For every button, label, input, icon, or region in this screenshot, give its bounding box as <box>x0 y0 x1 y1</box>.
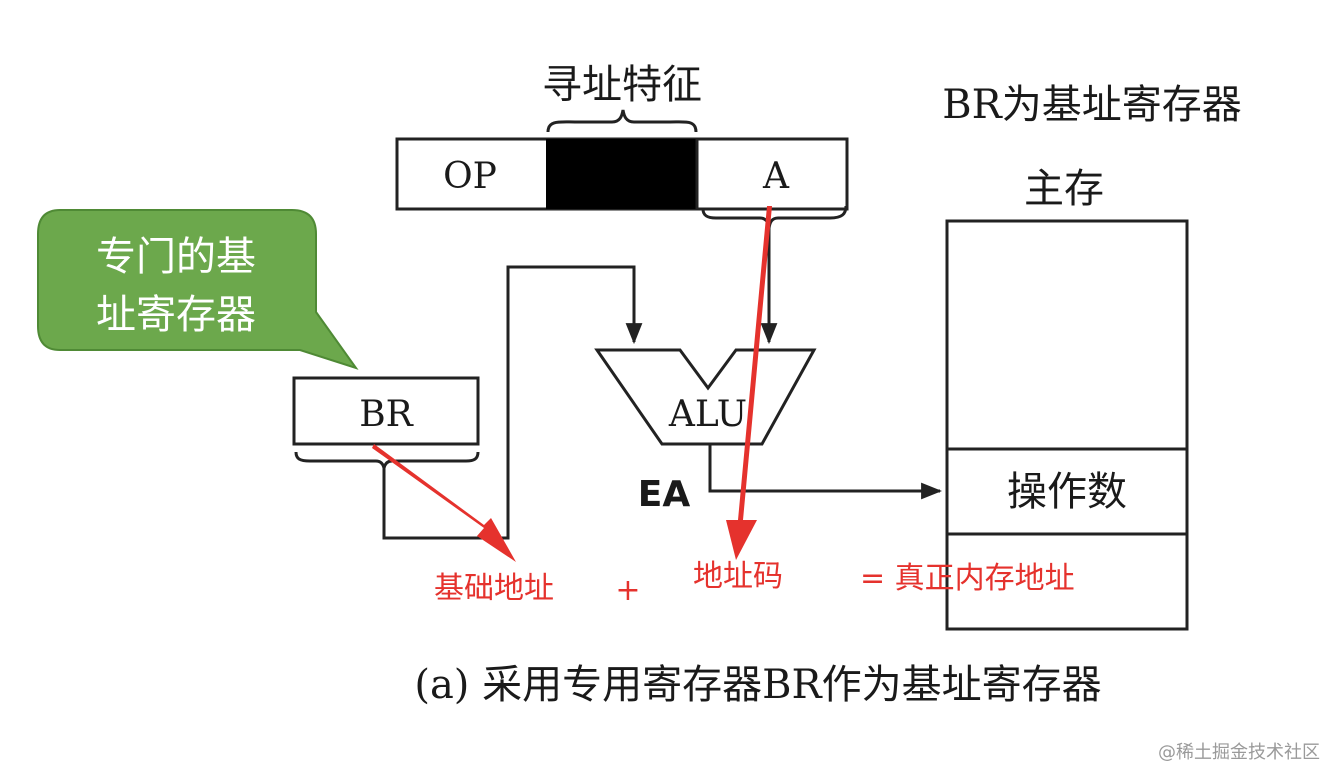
callout-line-1: 专门的基 <box>96 234 256 280</box>
callout-bubble: 专门的基 址寄存器 <box>37 209 359 370</box>
watermark: @稀土掘金技术社区 <box>1158 742 1320 763</box>
br-register-box <box>292 376 480 446</box>
addressing-feature-brace <box>546 109 698 133</box>
red-arrow-address <box>726 206 772 560</box>
addressing-feature-label: 寻址特征 <box>542 62 702 108</box>
op-field-label: OP <box>443 156 497 197</box>
operand-cell-label: 操作数 <box>1007 469 1127 515</box>
callout-line-2: 址寄存器 <box>96 292 256 338</box>
address-code-annotation: 地址码 <box>693 559 783 594</box>
memory-box <box>945 219 1189 631</box>
main-memory: 操作数 <box>945 219 1189 631</box>
addressing-feature-field <box>546 139 697 209</box>
plus-annotation: + <box>615 573 640 608</box>
alu-block <box>594 348 817 446</box>
alu-label: ALU <box>668 394 747 435</box>
instruction-word: OP A <box>395 137 849 229</box>
red-arrow-base <box>372 444 516 562</box>
ea-to-memory-line <box>708 444 943 500</box>
ea-label: EA <box>638 474 691 515</box>
real-address-annotation: = 真正内存地址 <box>860 561 1075 596</box>
br-description: BR为基址寄存器 <box>942 82 1242 128</box>
memory-title: 主存 <box>1024 166 1104 212</box>
figure-caption: (a) 采用专用寄存器BR作为基址寄存器 <box>414 662 1101 708</box>
a-field-label: A <box>762 156 790 197</box>
br-register-label: BR <box>359 394 413 435</box>
base-address-annotation: 基础地址 <box>434 571 554 606</box>
br-to-alu-line <box>382 265 643 540</box>
